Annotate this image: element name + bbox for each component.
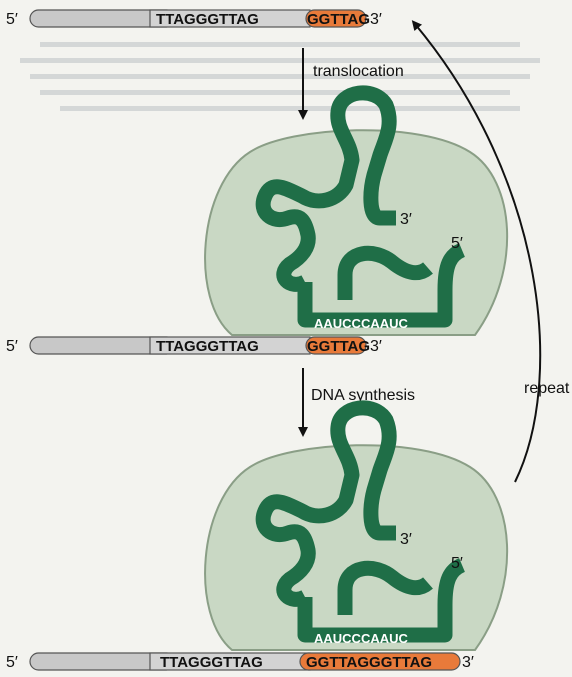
seq-added: GGTTAGGGTTAG [306,654,432,671]
seq-original: TTAGGGTTAG [160,654,263,671]
repeat-label: repeat [524,380,570,397]
seq-original: TTAGGGTTAG [156,338,259,355]
strand-3prime-label: 3′ [370,338,382,355]
dna-strand-middle: 5′ TTAGGGTTAG GGTTAG 3′ [6,337,382,355]
seq-added: GGTTAG [307,11,370,28]
strand-3prime-label: 3′ [462,654,474,671]
rna-3prime-label: 3′ [400,531,412,548]
rna-5prime-label: 5′ [451,555,463,572]
strand-3prime-label: 3′ [370,11,382,28]
translocation-label: translocation [313,63,404,80]
strand-5prime-label: 5′ [6,11,18,28]
dna-strand-bottom: 5′ TTAGGGTTAG GGTTAGGGTTAG 3′ [6,653,474,671]
dna-strand-top: 5′ TTAGGGTTAG GGTTAG 3′ [6,10,382,28]
seq-added: GGTTAG [307,338,370,355]
rna-5prime-label: 5′ [451,235,463,252]
strand-5prime-label: 5′ [6,338,18,355]
template-sequence: AAUCCCAAUC [314,631,408,646]
rna-3prime-label: 3′ [400,211,412,228]
strand-5prime-label: 5′ [6,654,18,671]
seq-original: TTAGGGTTAG [156,11,259,28]
template-sequence: AAUCCCAAUC [314,316,408,331]
